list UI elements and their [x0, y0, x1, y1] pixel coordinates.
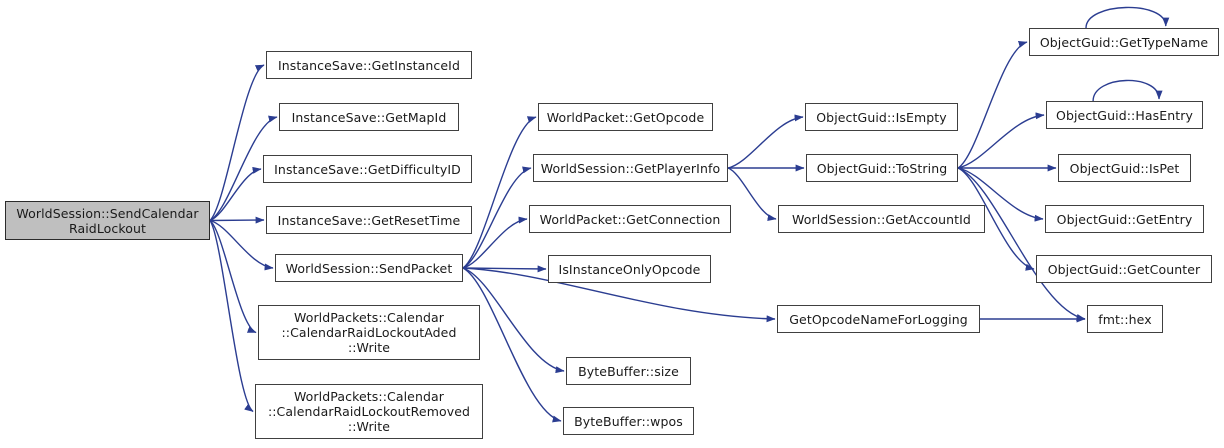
- edge-toString-to-getTypeName: [957, 40, 1028, 169]
- graph-node-lockoutRemoved[interactable]: WorldPackets::Calendar ::CalendarRaidLoc…: [255, 384, 483, 439]
- edge-root-to-sendPacket: [209, 219, 274, 271]
- edge-sendPacket-to-getConnection: [462, 216, 528, 269]
- edge-sendPacket-to-isInstanceOnly: [462, 265, 547, 273]
- graph-node-getTypeName[interactable]: ObjectGuid::GetTypeName: [1029, 28, 1219, 56]
- edge-getPlayerInfo-to-getAccountId: [727, 167, 777, 222]
- graph-node-opcodeName[interactable]: GetOpcodeNameForLogging: [777, 305, 980, 333]
- graph-node-getEntry[interactable]: ObjectGuid::GetEntry: [1045, 205, 1204, 233]
- graph-node-getConnection[interactable]: WorldPacket::GetConnection: [529, 205, 731, 233]
- graph-node-isEmpty[interactable]: ObjectGuid::IsEmpty: [805, 103, 958, 131]
- graph-node-fmtHex[interactable]: fmt::hex: [1087, 305, 1163, 333]
- edge-root-to-lockoutRemoved: [209, 220, 254, 413]
- graph-node-getResetTime[interactable]: InstanceSave::GetResetTime: [266, 206, 472, 234]
- graph-node-getOpcode[interactable]: WorldPacket::GetOpcode: [538, 103, 713, 131]
- edge-sendPacket-to-getPlayerInfo: [462, 166, 532, 269]
- graph-node-getInstanceId[interactable]: InstanceSave::GetInstanceId: [266, 51, 472, 79]
- graph-node-getPlayerInfo[interactable]: WorldSession::GetPlayerInfo: [533, 154, 728, 182]
- edge-root-to-getDifficultyID: [209, 166, 262, 222]
- graph-node-getDifficultyID[interactable]: InstanceSave::GetDifficultyID: [263, 155, 472, 183]
- edge-hasEntry-to-hasEntry: [1092, 79, 1163, 102]
- edge-getPlayerInfo-to-isEmpty: [727, 114, 804, 169]
- graph-node-hasEntry[interactable]: ObjectGuid::HasEntry: [1046, 101, 1203, 129]
- edge-root-to-lockoutAdded: [209, 219, 257, 334]
- graph-node-getAccountId[interactable]: WorldSession::GetAccountId: [778, 205, 985, 233]
- edge-toString-to-hasEntry: [957, 112, 1045, 169]
- graph-node-isPet[interactable]: ObjectGuid::IsPet: [1058, 154, 1191, 182]
- graph-node-root[interactable]: WorldSession::SendCalendar RaidLockout: [5, 201, 210, 240]
- graph-node-getCounter[interactable]: ObjectGuid::GetCounter: [1036, 255, 1212, 283]
- edge-root-to-getInstanceId: [209, 64, 265, 222]
- graph-node-byteBufferWpos[interactable]: ByteBuffer::wpos: [563, 407, 694, 435]
- graph-node-byteBufferSize[interactable]: ByteBuffer::size: [566, 357, 691, 385]
- graph-node-toString[interactable]: ObjectGuid::ToString: [806, 154, 958, 182]
- graph-node-getMapId[interactable]: InstanceSave::GetMapId: [279, 103, 459, 131]
- edge-sendPacket-to-getOpcode: [462, 116, 537, 269]
- graph-node-lockoutAdded[interactable]: WorldPackets::Calendar ::CalendarRaidLoc…: [258, 305, 480, 360]
- graph-node-isInstanceOnly[interactable]: IsInstanceOnlyOpcode: [548, 255, 711, 283]
- edge-toString-to-fmtHex: [957, 167, 1086, 321]
- graph-node-sendPacket[interactable]: WorldSession::SendPacket: [275, 254, 463, 282]
- edge-root-to-getResetTime: [209, 216, 265, 224]
- edge-getTypeName-to-getTypeName: [1085, 6, 1170, 29]
